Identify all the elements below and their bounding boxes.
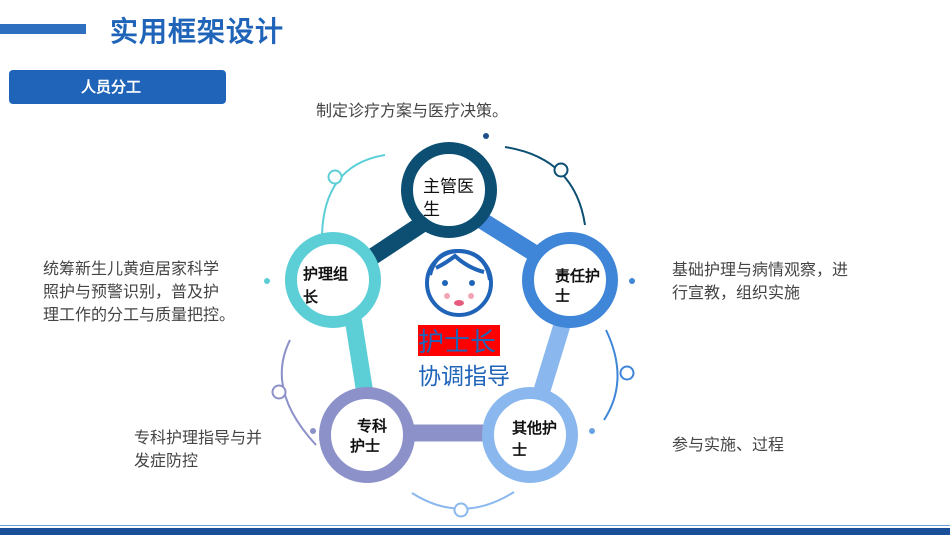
center-subtitle: 协调指导 (418, 364, 510, 390)
node-doctor-label-2: 生 (423, 200, 440, 220)
arc-dot (271, 384, 287, 400)
header-accent-bar (0, 24, 86, 34)
node-other[interactable] (482, 387, 578, 483)
footer-bar (0, 528, 950, 535)
bullet-dot (483, 133, 489, 139)
desc-duty-line: 基础护理与病情观察，进 (672, 260, 849, 279)
connector-special-leader (343, 310, 375, 402)
nurse-face-icon (425, 248, 493, 317)
arc-top-left (321, 154, 386, 236)
desc-doctor: 制定诊疗方案与医疗决策。 (316, 101, 509, 120)
node-doctor[interactable] (401, 142, 497, 238)
center-title-highlight (418, 325, 500, 356)
arc-dot (327, 169, 343, 185)
node-other-label-2: 士 (512, 441, 527, 459)
desc-special-line: 发症防控 (134, 451, 199, 470)
center-title: 护士长 (418, 328, 497, 358)
node-special[interactable] (319, 387, 415, 483)
bullet-dot (589, 428, 595, 434)
desc-duty-line: 行宣教，组织实施 (672, 283, 801, 302)
arc-right (603, 329, 619, 421)
node-leader-label-2: 长 (303, 288, 319, 306)
bullet-dot (629, 278, 635, 284)
desc-leader: 统筹新生儿黄疸居家科学 照护与预警识别，普及护 理工作的分工与质量把控。 (43, 257, 235, 326)
node-special-label-1: 专科 (357, 417, 387, 435)
arc-dot (553, 162, 569, 178)
node-leader[interactable] (285, 232, 381, 328)
page-title: 实用框架设计 (110, 15, 285, 48)
arc-dot (453, 502, 469, 518)
arc-top-right (504, 146, 586, 226)
bullet-dot (264, 278, 270, 284)
desc-duty: 基础护理与病情观察，进 行宣教，组织实施 (672, 258, 848, 304)
node-leader-label-1: 护理组 (303, 265, 348, 283)
desc-special-line: 专科护理指导与并 (134, 428, 263, 447)
footer-line (0, 525, 950, 526)
desc-special: 专科护理指导与并 发症防控 (134, 426, 262, 472)
node-other-label-1: 其他护 (512, 419, 557, 437)
node-doctor-label-1: 主管医 (423, 177, 474, 197)
desc-leader-line: 统筹新生儿黄疸居家科学 (43, 259, 220, 278)
bullet-dot (310, 428, 316, 434)
arc-dot (619, 365, 635, 381)
desc-leader-line: 照护与预警识别，普及护 (43, 282, 220, 301)
section-tab[interactable]: 人员分工 (9, 70, 226, 104)
node-duty[interactable] (522, 232, 618, 328)
desc-leader-line: 理工作的分工与质量把控。 (43, 305, 236, 324)
node-special-label-2: 护士 (350, 437, 380, 455)
node-duty-label-1: 责任护 (555, 267, 600, 285)
node-duty-label-2: 士 (555, 287, 570, 305)
desc-other: 参与实施、过程 (672, 435, 785, 454)
